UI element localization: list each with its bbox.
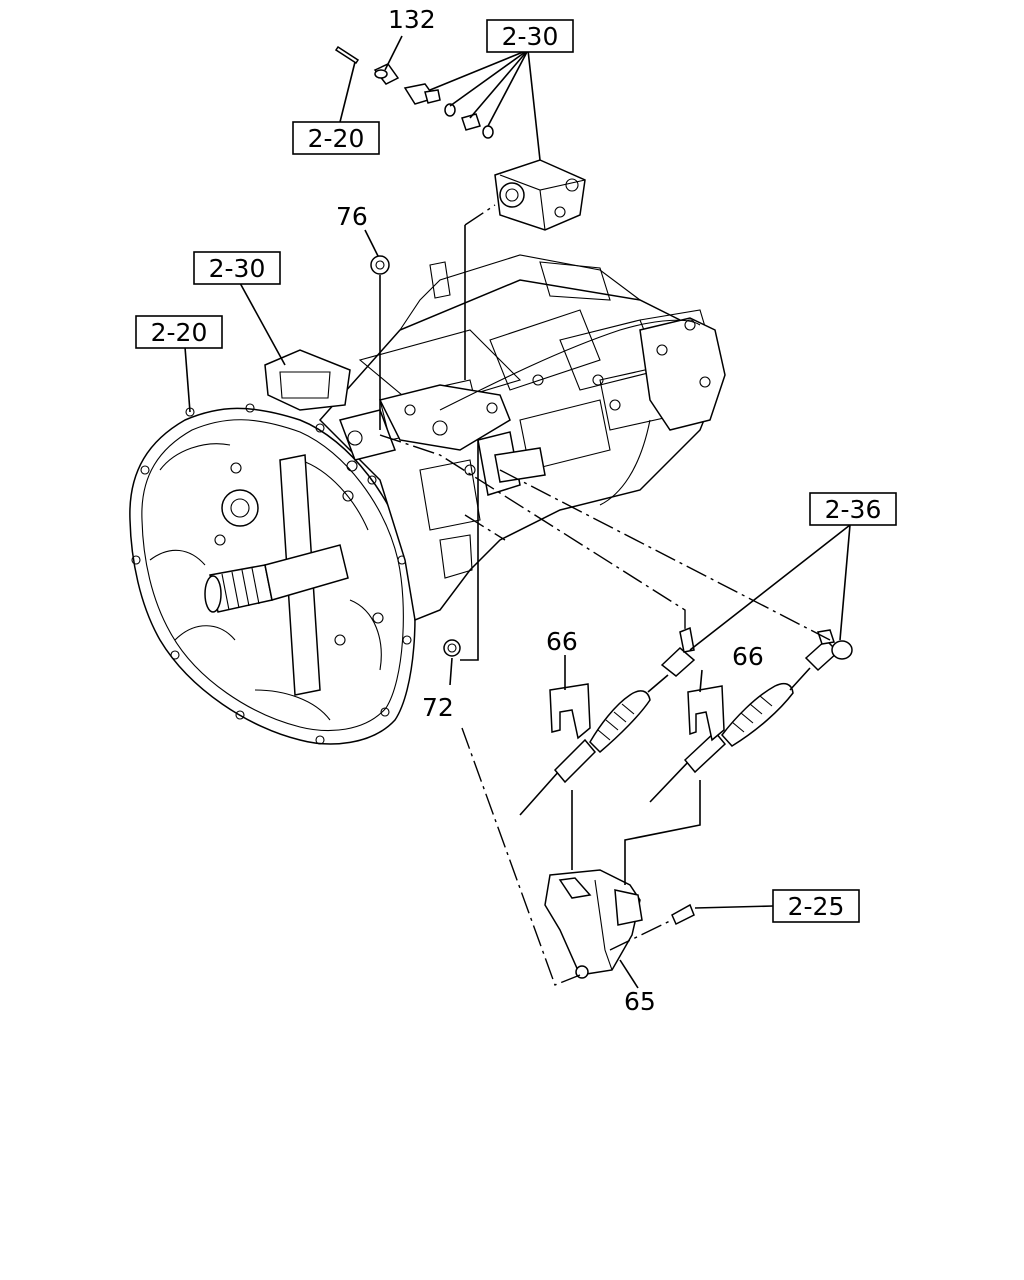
transmission-assembly: [129, 254, 726, 745]
callout-72: 72: [422, 693, 454, 722]
callout-2-30-top: 2-30: [486, 19, 574, 53]
callout-66-left: 66: [546, 627, 578, 656]
callout-text: 2-20: [151, 318, 208, 347]
callout-76: 76: [336, 202, 368, 231]
shift-tower-unit: [494, 159, 586, 231]
callout-2-30-left: 2-30: [193, 251, 281, 285]
callout-66-right: 66: [732, 642, 764, 671]
top-hardware: [334, 45, 494, 139]
callout-2-20-left: 2-20: [135, 315, 223, 349]
cable-clip-right: [687, 685, 725, 742]
callout-text: 2-20: [308, 124, 365, 153]
callout-text: 2-30: [502, 22, 559, 51]
shift-cable-left: [519, 626, 696, 816]
callout-text: 2-25: [788, 892, 845, 921]
nut-72: [443, 639, 461, 657]
callout-132: 132: [388, 5, 436, 34]
callout-65: 65: [624, 987, 656, 1016]
callout-2-20-top: 2-20: [292, 121, 380, 155]
callout-2-25: 2-25: [772, 889, 860, 923]
leader-lines: [184, 35, 851, 989]
callout-text: 2-36: [825, 495, 882, 524]
nut-76: [370, 255, 390, 275]
cable-clip-left: [549, 683, 591, 740]
callout-text: 2-30: [209, 254, 266, 283]
callout-2-36: 2-36: [809, 492, 897, 526]
cable-bracket-65: [544, 869, 695, 979]
shift-cable-right: [649, 629, 853, 803]
